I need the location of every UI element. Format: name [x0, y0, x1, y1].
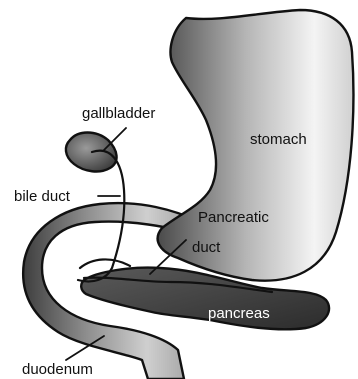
- duct-label: duct: [192, 239, 221, 256]
- bile-duct-label: bile duct: [14, 188, 71, 205]
- gallbladder-label: gallbladder: [82, 105, 155, 122]
- duodenum-label: duodenum: [22, 361, 93, 378]
- duct-junction-curve: [80, 259, 130, 268]
- pancreas-label: pancreas: [208, 305, 270, 322]
- stomach-label: stomach: [250, 131, 307, 148]
- pancreatic-label: Pancreatic: [198, 209, 269, 226]
